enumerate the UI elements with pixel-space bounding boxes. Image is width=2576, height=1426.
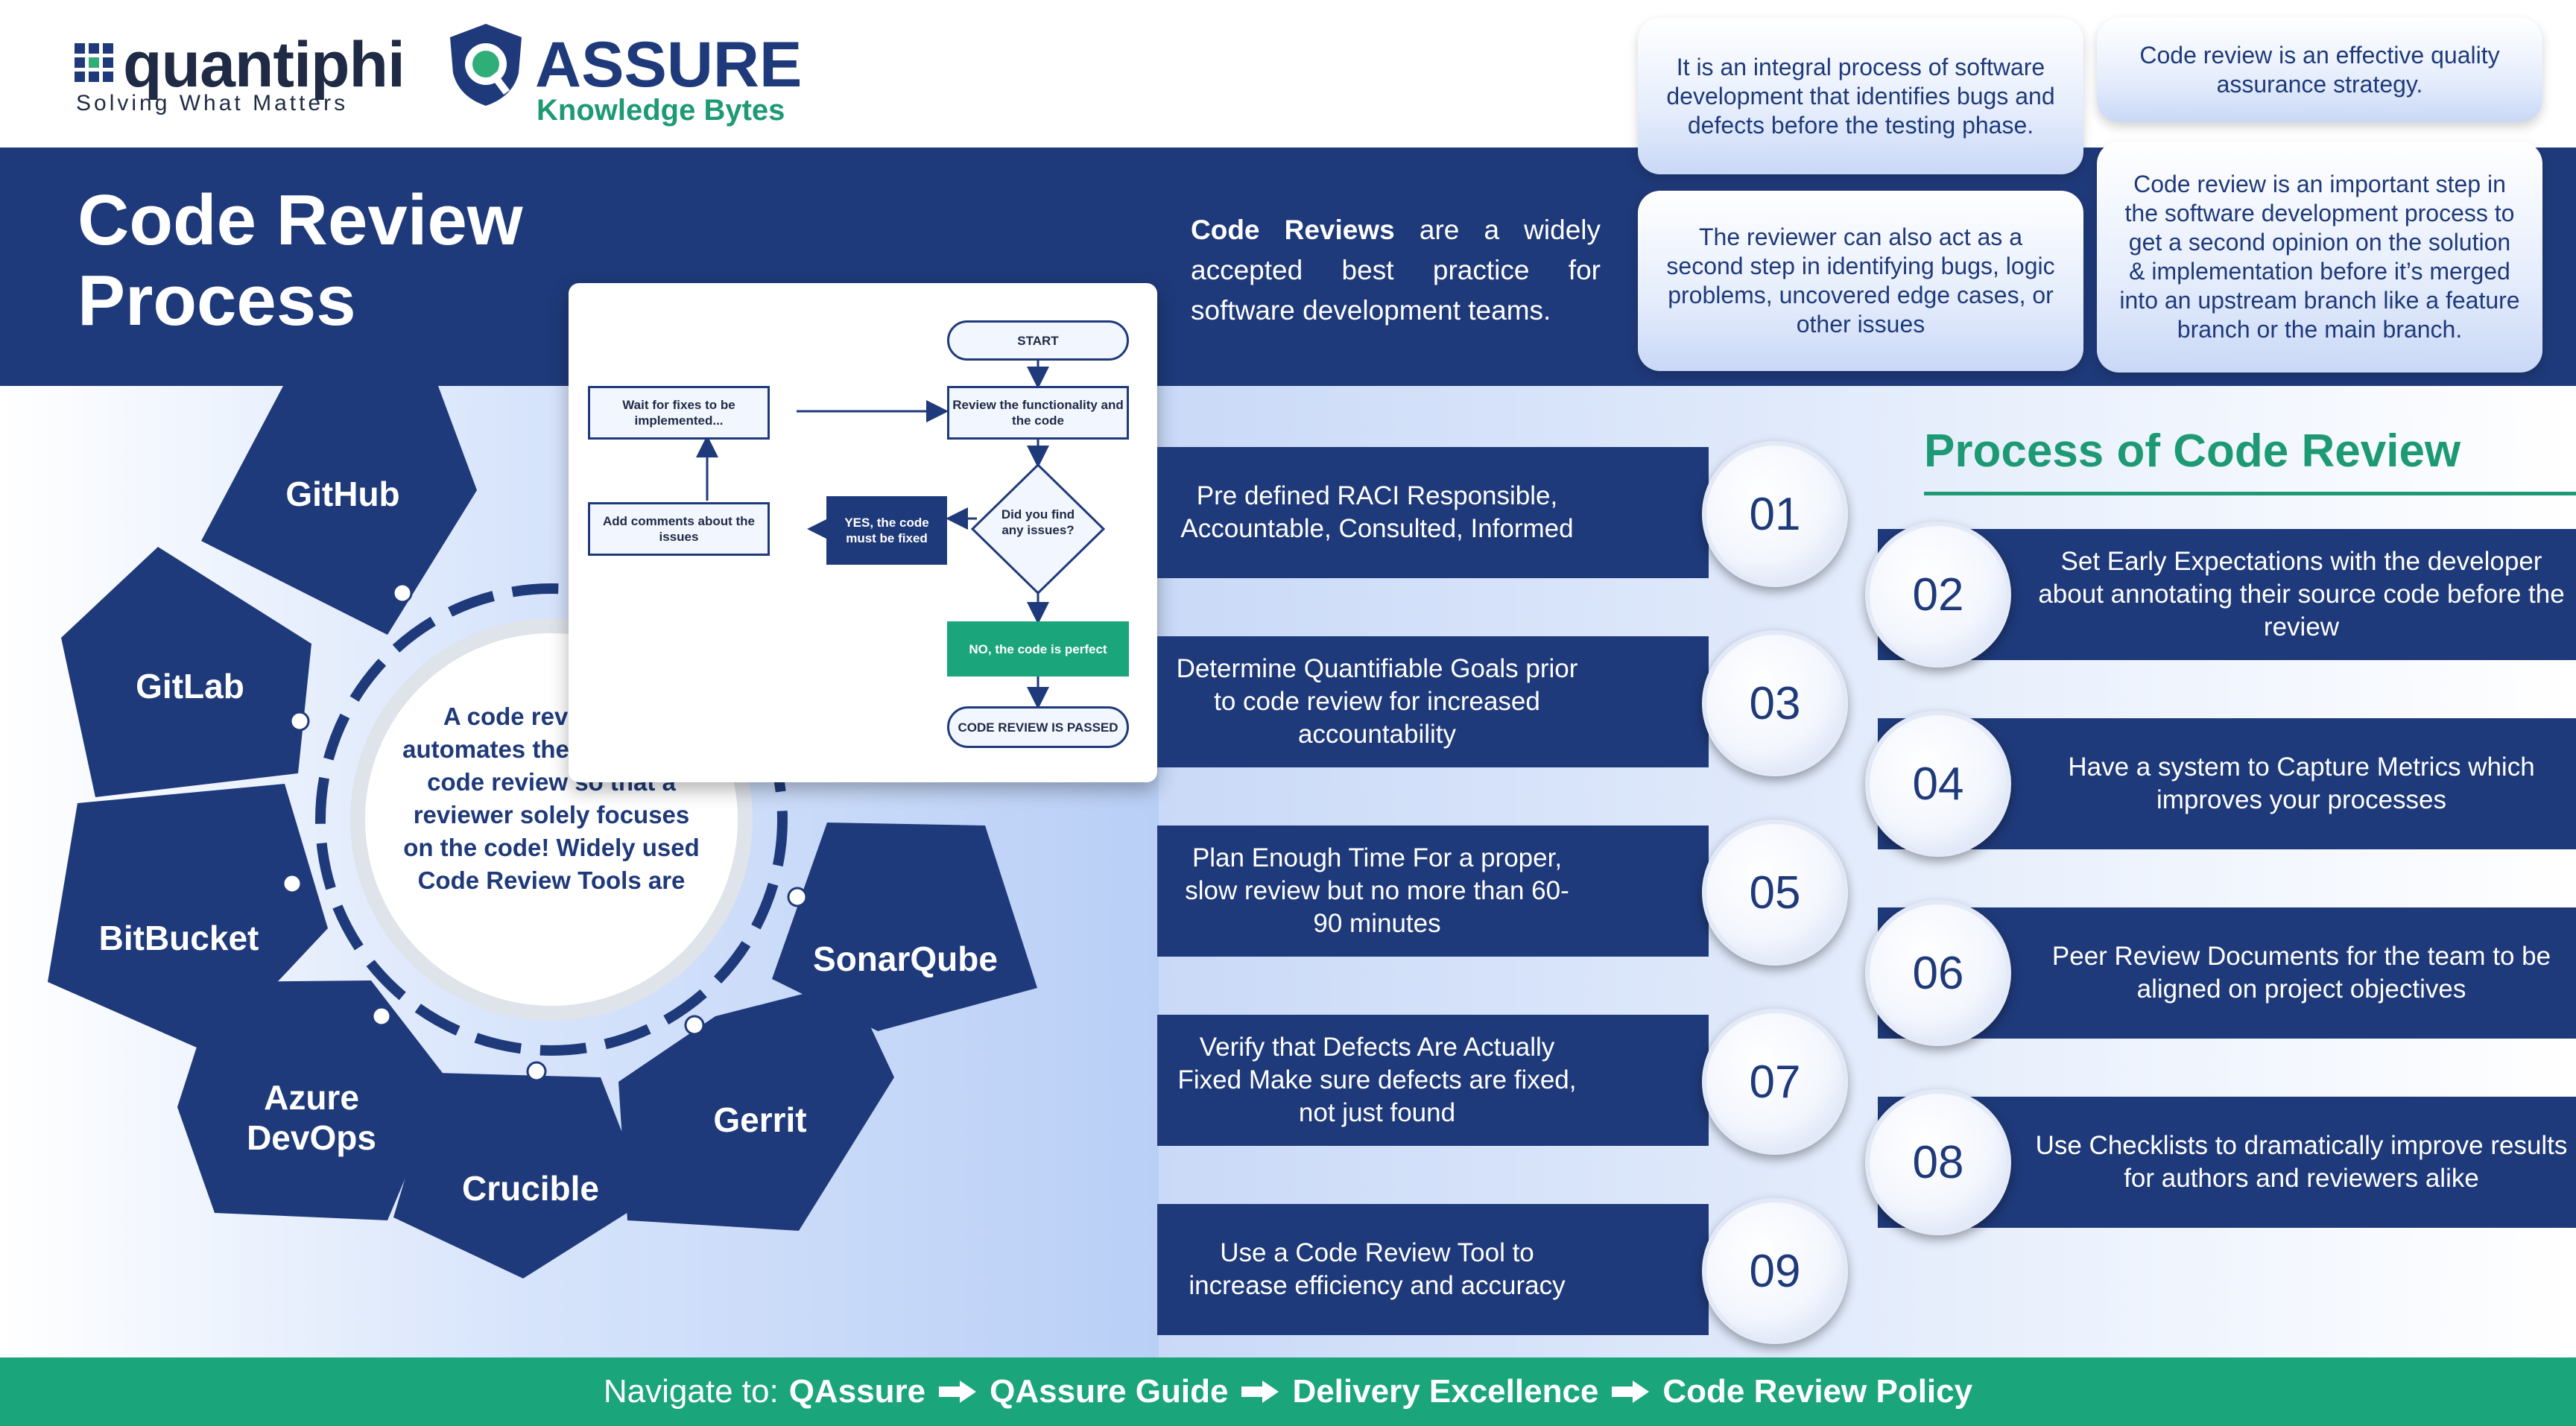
arrow-right-icon — [1612, 1381, 1650, 1403]
quantiphi-name: quantiphi — [123, 29, 405, 101]
tool-label-gerrit: Gerrit — [713, 1100, 807, 1139]
tool-label-gitlab: GitLab — [136, 667, 244, 706]
page-title-line1: Code Review — [77, 180, 523, 260]
tool-shape-gitlab — [61, 547, 311, 797]
step-band-05: Plan Enough Time For a proper, slow revi… — [1157, 826, 1709, 957]
tool-shape-gerrit — [618, 982, 894, 1231]
flow-review: Review the functionality and the code — [947, 386, 1129, 440]
nav-link-code-review-policy[interactable]: Code Review Policy — [1662, 1373, 1973, 1410]
step-band-03: Determine Quantifiable Goals prior to co… — [1157, 636, 1709, 767]
page-title-line2: Process — [77, 261, 356, 340]
process-title: Process of Code Review — [1924, 425, 2461, 477]
step-number-07: 07 — [1702, 1009, 1848, 1155]
step-number-01: 01 — [1702, 441, 1848, 587]
step-number-03: 03 — [1702, 630, 1848, 776]
step-number-04: 04 — [1865, 711, 2011, 857]
nav-link-delivery-excellence[interactable]: Delivery Excellence — [1292, 1373, 1599, 1410]
tool-label-crucible: Crucible — [461, 1169, 600, 1208]
tool-shape-github — [201, 386, 477, 635]
tool-label-github: GitHub — [285, 475, 400, 513]
arrow-right-icon — [1241, 1381, 1279, 1403]
info-bubble: It is an integral process of software de… — [1638, 18, 2083, 174]
step-band-09: Use a Code Review Tool to increase effic… — [1157, 1204, 1709, 1335]
step-number-09: 09 — [1702, 1198, 1848, 1344]
nav-link-qassure-guide[interactable]: QAssure Guide — [990, 1373, 1229, 1410]
page-title: Code Review Process — [77, 180, 523, 341]
assure-shield-icon — [450, 24, 522, 106]
flow-add-comments: Add comments about the issues — [588, 502, 770, 556]
tool-shape-crucible — [393, 1073, 648, 1278]
step-number-02: 02 — [1865, 522, 2011, 668]
step-band-07: Verify that Defects Are Actually Fixed M… — [1157, 1015, 1709, 1146]
step-number-08: 08 — [1865, 1089, 2011, 1235]
step-band-01: Pre defined RACI Responsible, Accountabl… — [1157, 447, 1709, 578]
info-bubble: Code review is an important step in the … — [2097, 142, 2542, 373]
flowchart-card: START Review the functionality and the c… — [569, 283, 1157, 782]
footer-nav: Navigate to: QAssure QAssure Guide Deliv… — [0, 1357, 2576, 1426]
tools-wheel — [48, 386, 1037, 1278]
footer-prefix: Navigate to: — [603, 1373, 779, 1410]
tool-label-bitbucket: BitBucket — [98, 919, 259, 957]
flow-passed: CODE REVIEW IS PASSED — [947, 706, 1129, 748]
intro-bold: Code Reviews — [1191, 215, 1395, 245]
flowchart-connectors — [696, 361, 1106, 709]
intro-text: Code Reviews are a widely accepted best … — [1191, 210, 1601, 331]
nav-link-qassure[interactable]: QAssure — [788, 1373, 926, 1410]
flow-wait: Wait for fixes to be implemented... — [588, 386, 770, 440]
flow-no: NO, the code is perfect — [947, 621, 1129, 676]
process-title-underline — [1924, 492, 2576, 495]
tool-shape-sonarqube — [772, 823, 1037, 1031]
info-bubble: Code review is an effective quality assu… — [2097, 18, 2542, 122]
intro-rest: are a widely accepted best practice for … — [1191, 215, 1601, 326]
tool-label-azure-devops: Azure DevOps — [247, 1078, 376, 1157]
tool-shape-azure — [177, 980, 447, 1220]
flow-decision: Did you find any issues? — [1001, 507, 1075, 537]
arrow-right-icon — [939, 1381, 977, 1403]
quantiphi-logo-icon — [75, 43, 113, 82]
assure-name: ASSURE — [535, 29, 803, 101]
flow-start: START — [947, 320, 1129, 361]
flow-yes: YES, the code must be fixed — [826, 496, 947, 565]
info-bubble: The reviewer can also act as a second st… — [1638, 191, 2083, 371]
quantiphi-tagline: Solving What Matters — [76, 91, 349, 115]
step-number-05: 05 — [1702, 820, 1848, 966]
tool-label-sonarqube: SonarQube — [813, 939, 998, 978]
assure-subtitle: Knowledge Bytes — [537, 94, 785, 127]
step-number-06: 06 — [1865, 900, 2011, 1046]
